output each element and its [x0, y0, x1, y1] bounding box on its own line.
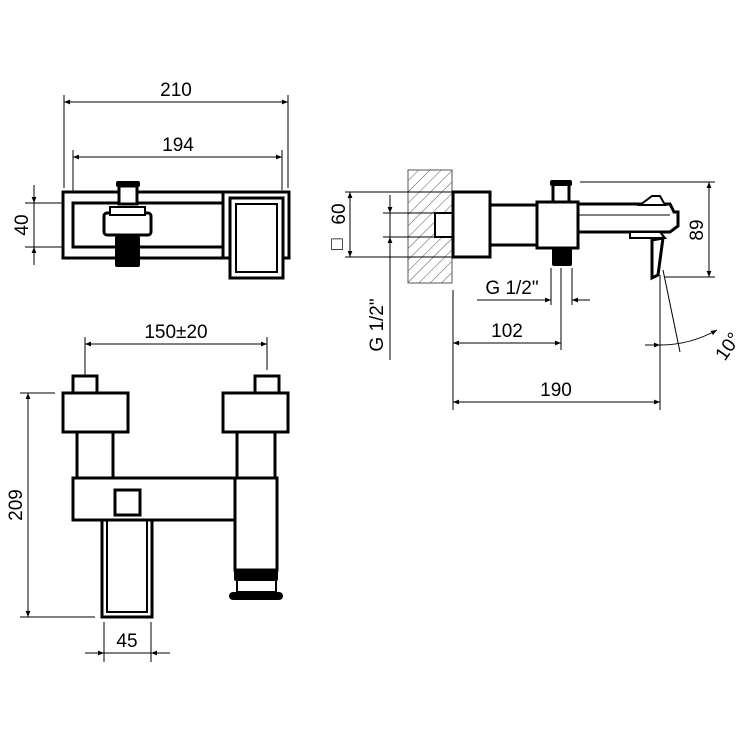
dim-lever-angle: 10°: [712, 329, 746, 365]
top-view: 210 194 40: [12, 80, 291, 280]
dim-projection: 190: [540, 380, 572, 401]
dim-body-width: 194: [162, 135, 194, 156]
dim-outlet-offset: 102: [491, 321, 523, 342]
dim-spout-width: 45: [116, 631, 137, 652]
side-view: □ 60 G 1/2" 89 G 1/2" 102 190 10°: [329, 169, 746, 410]
dim-outlet-thread: G 1/2": [485, 278, 538, 299]
front-view: 150±20 209 45: [6, 322, 290, 662]
dim-height-40: 40: [12, 214, 33, 235]
dim-height-209: 209: [6, 489, 27, 521]
dim-rosette: 60: [329, 203, 350, 224]
dim-inlet-thread: G 1/2": [367, 298, 388, 351]
dim-overall-width: 210: [160, 80, 192, 101]
dim-centers: 150±20: [144, 322, 207, 343]
dim-total-height: 89: [687, 219, 708, 240]
square-symbol: □: [331, 234, 343, 255]
